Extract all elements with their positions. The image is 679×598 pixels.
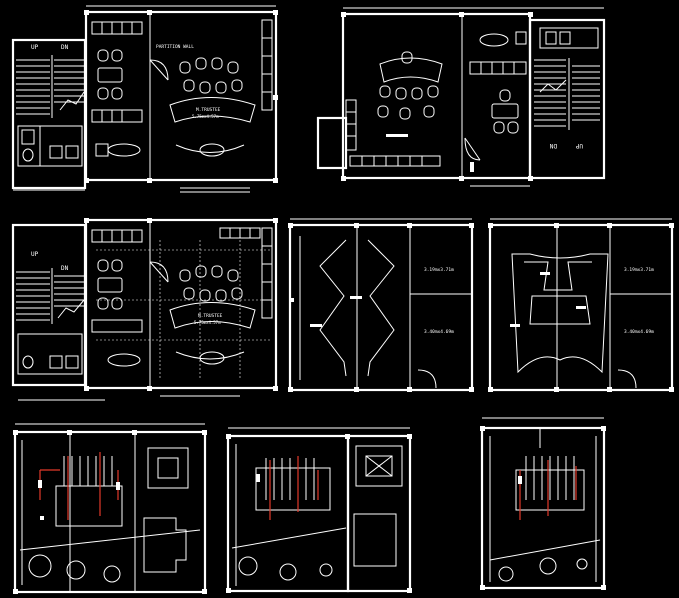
stair-up-label: UP <box>31 44 39 51</box>
dimension-lines-1 <box>13 5 276 193</box>
trustee-label: M.TRUSTEE <box>196 107 221 113</box>
office-plan-2: DN UP <box>316 7 606 187</box>
ceiling-plan-2: 3.19mx3.71m 3.40mx4.69m <box>488 218 674 392</box>
chairs-2 <box>377 51 519 134</box>
stair-down-label: DN <box>61 44 69 51</box>
stair-up-label-2: UP <box>575 142 583 149</box>
stair-up-label-3: UP <box>31 251 39 258</box>
service-lines-3 <box>96 240 270 380</box>
room-size-a-label-2: 3.19mx3.71m <box>624 267 654 273</box>
electrical-plan-1 <box>13 423 207 594</box>
room-size-a-label: 3.19mx3.71m <box>424 267 454 273</box>
room-size-b-label-2: 3.40mx4.69m <box>624 329 654 335</box>
ceiling-plan-1: 3.19mx3.71m 3.40mx4.69m <box>288 218 474 392</box>
electrical-runs-3 <box>519 460 577 520</box>
electrical-plan-3 <box>480 417 606 590</box>
stair-down-label-2: DN <box>549 142 557 149</box>
office-plan-1: UP DN <box>11 5 278 193</box>
office-plan-3: UP DN <box>11 218 278 401</box>
toilet-block-1 <box>17 125 83 167</box>
trustee-size-label-3: 5.75mx4.57m <box>194 320 221 325</box>
partition-wall-label: PARTITION WALL <box>156 44 194 50</box>
trustee-label-3: M.TRUSTEE <box>198 313 223 319</box>
electrical-runs-2 <box>269 456 319 520</box>
chairs-1 <box>97 49 243 100</box>
room-size-b-label: 3.40mx4.69m <box>424 329 454 335</box>
stair-1: UP DN <box>11 38 87 190</box>
trustee-size-label: 5.75mx4.57m <box>192 114 219 119</box>
electrical-plan-2 <box>226 427 412 593</box>
stair-down-label-3: DN <box>61 265 69 272</box>
